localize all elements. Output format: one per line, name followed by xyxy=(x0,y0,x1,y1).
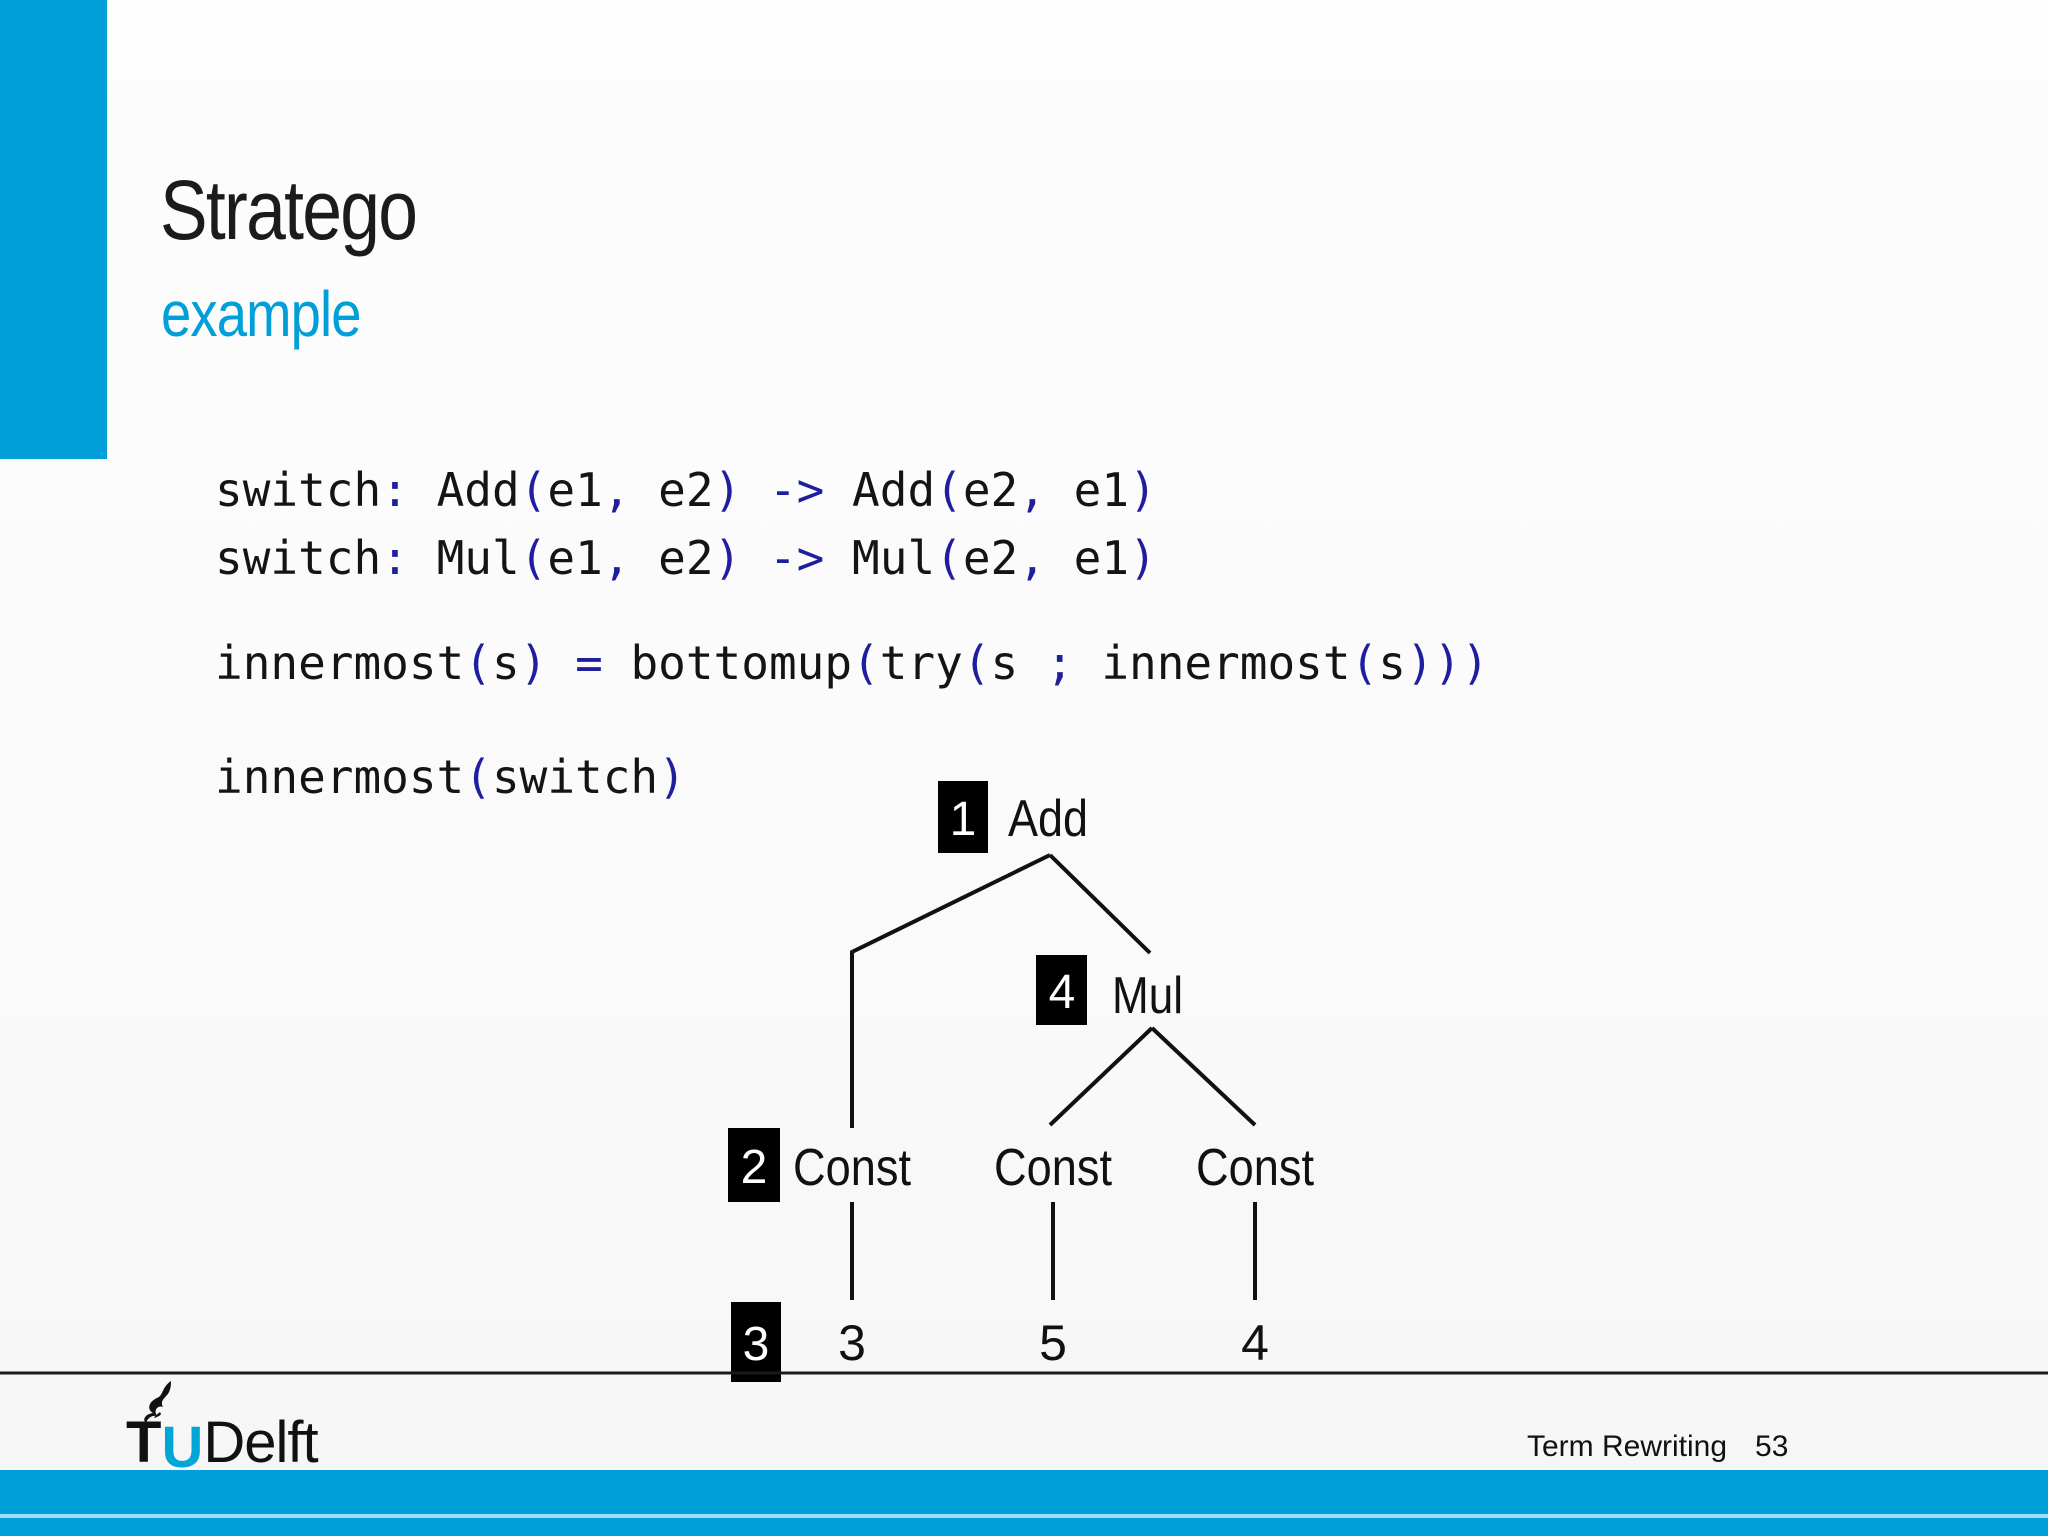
tree-node-add: Add xyxy=(1008,790,1088,848)
tree-leaf-3: 3 xyxy=(838,1315,866,1371)
page-title: Stratego xyxy=(160,163,418,257)
tudelft-logo: TUDelft xyxy=(126,1414,319,1477)
footer-page-info: Term Rewriting 53 xyxy=(1527,1432,1788,1462)
tree-leaf-5: 5 xyxy=(1039,1315,1067,1371)
tree-node-mul: Mul xyxy=(1112,967,1183,1025)
page-subtitle: example xyxy=(161,278,362,350)
footer-accent-stripe xyxy=(0,1514,2048,1518)
badge-step-3: 3 xyxy=(743,1318,770,1371)
badge-step-1-box xyxy=(938,781,988,853)
accent-left-bar xyxy=(0,0,107,459)
badge-step-4-box xyxy=(1036,955,1087,1025)
step-badges: 1 4 2 3 xyxy=(728,781,1087,1382)
footer-accent-bar xyxy=(0,1470,2048,1536)
tree-node-const-left: Const xyxy=(793,1139,911,1197)
edge-mul-to-const-mid xyxy=(1048,1026,1154,1127)
tudelft-logo-t: T xyxy=(126,1410,162,1475)
code-line-innermost-def: innermost(s) = bottomup(try(s ; innermos… xyxy=(215,636,1490,690)
badge-step-1: 1 xyxy=(950,793,977,846)
badge-step-4: 4 xyxy=(1049,966,1076,1019)
tree-edges xyxy=(850,853,1257,1300)
code-line-innermost-call: innermost(switch) xyxy=(215,750,686,804)
edge-add-to-const-left xyxy=(850,853,1051,1128)
tree-node-const-mid: Const xyxy=(994,1139,1112,1197)
badge-step-2-box xyxy=(728,1128,780,1202)
tree-leaf-4: 4 xyxy=(1241,1315,1269,1371)
edge-mul-to-const-right xyxy=(1150,1026,1257,1127)
course-name: Term Rewriting xyxy=(1527,1430,1728,1463)
tudelft-logo-u: U xyxy=(161,1415,204,1480)
page-number: 53 xyxy=(1755,1430,1789,1463)
code-line-switch-add: switch: Add(e1, e2) -> Add(e2, e1) xyxy=(215,463,1157,517)
badge-step-3-box xyxy=(731,1302,781,1382)
badge-step-2: 2 xyxy=(741,1141,768,1194)
tudelft-flame-icon xyxy=(144,1381,171,1423)
tudelft-logo-delft: Delft xyxy=(203,1410,318,1475)
edge-add-to-mul xyxy=(1048,853,1152,955)
tree-node-const-right: Const xyxy=(1196,1139,1314,1197)
code-line-switch-mul: switch: Mul(e1, e2) -> Mul(e2, e1) xyxy=(215,531,1157,585)
